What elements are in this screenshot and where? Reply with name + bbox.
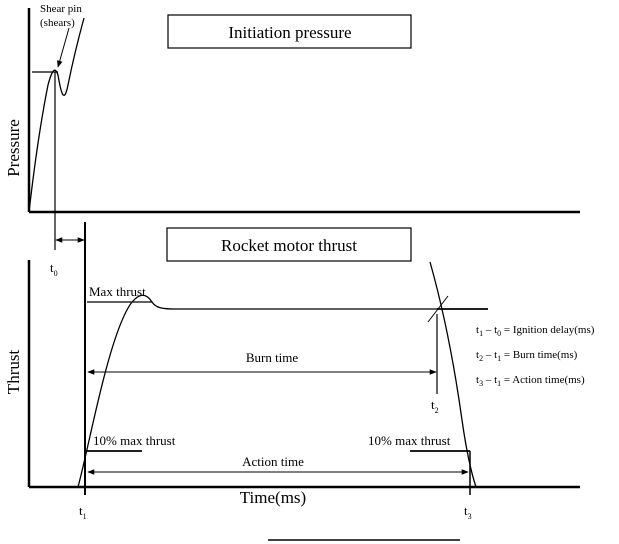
t3-label: t3 (464, 503, 472, 521)
ten-pct-label-left: 10% max thrust (93, 433, 176, 448)
action-time-label: Action time (242, 454, 304, 469)
t0-label: t0 (50, 260, 58, 278)
thrust-curve-tailoff (429, 261, 477, 488)
initiation-pressure-panel: Initiation pressure Pressure Shear pin (… (4, 3, 580, 278)
thrust-title: Rocket motor thrust (221, 236, 357, 255)
pressure-axis-label: Pressure (4, 119, 23, 177)
thrust-title-box (166, 227, 412, 262)
shear-pin-label-line1: Shear pin (40, 3, 82, 15)
ignition-delay-definition: t1 – t0 = Ignition delay(ms) (476, 324, 595, 338)
rocket-motor-thrust-panel: Rocket motor thrust Thrust Time(ms) Max … (4, 222, 580, 521)
action-time-definition: t3 – t1 = Action time(ms) (476, 374, 585, 388)
burn-time-definition: t2 – t1 = Burn time(ms) (476, 349, 578, 363)
shear-pin-pointer (57, 27, 70, 68)
t2-label: t2 (431, 397, 439, 415)
time-axis-label: Time(ms) (240, 488, 306, 507)
tangent-intersection-mark (427, 295, 449, 323)
ten-pct-label-right: 10% max thrust (368, 433, 451, 448)
t1-label: t1 (79, 503, 87, 521)
thrust-axis-label: Thrust (4, 350, 23, 395)
thrust-curve-rise (77, 294, 437, 488)
pressure-curve (28, 17, 85, 213)
shear-pin-label-line2: (shears) (40, 17, 75, 29)
initiation-pressure-title-box (167, 14, 412, 49)
time-definitions-legend: t1 – t0 = Ignition delay(ms) t2 – t1 = B… (476, 324, 595, 388)
initiation-pressure-title: Initiation pressure (228, 23, 351, 42)
max-thrust-label: Max thrust (89, 284, 146, 299)
burn-time-label: Burn time (246, 350, 299, 365)
